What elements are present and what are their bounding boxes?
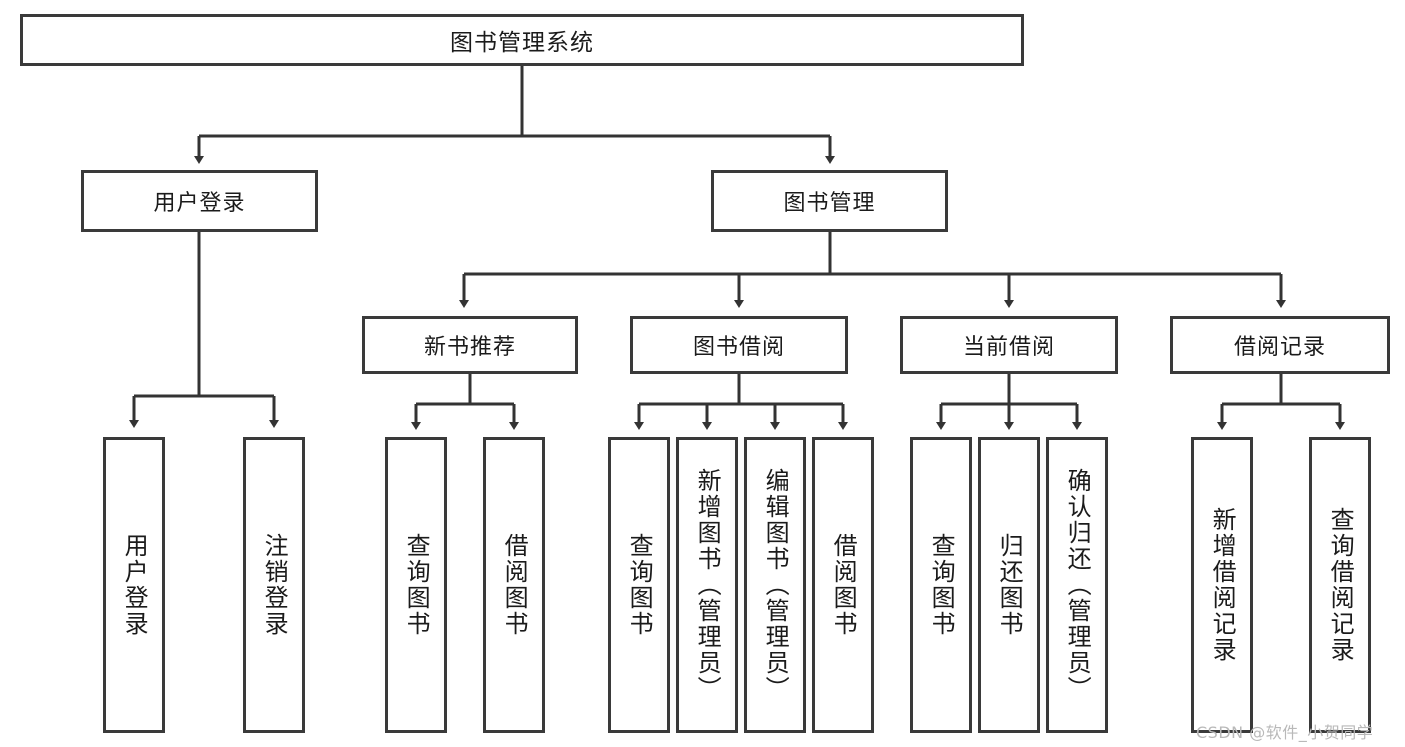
node-current-borrow[interactable]: 当前借阅 [900,316,1118,374]
node-user-login-label: 用户登录 [153,191,246,216]
node-leaf-user-login-label: 用户登录 [120,533,149,637]
node-leaf-add-record[interactable]: 新增借阅记录 [1191,437,1253,733]
node-leaf-logout-login[interactable]: 注销登录 [243,437,305,733]
node-leaf-query-book-2-label: 查询图书 [625,533,654,637]
node-borrow-record-label: 借阅记录 [1233,335,1326,360]
node-leaf-edit-book[interactable]: 编辑图书（管理员） [744,437,806,733]
node-leaf-query-book-3[interactable]: 查询图书 [910,437,972,733]
watermark: CSDN @软件_小贺同学 [1196,723,1374,742]
node-root-label: 图书管理系统 [450,30,594,56]
node-book-manage[interactable]: 图书管理 [711,170,948,232]
node-leaf-query-book-1-label: 查询图书 [402,533,431,637]
node-leaf-query-book-2[interactable]: 查询图书 [608,437,670,733]
node-leaf-edit-book-label: 编辑图书（管理员） [761,468,790,702]
node-leaf-logout-login-label: 注销登录 [260,533,289,637]
node-book-borrow[interactable]: 图书借阅 [630,316,848,374]
node-leaf-borrow-book-2[interactable]: 借阅图书 [812,437,874,733]
node-new-book-recommend-label: 新书推荐 [423,335,516,360]
node-book-manage-label: 图书管理 [783,191,876,216]
node-new-book-recommend[interactable]: 新书推荐 [362,316,578,374]
node-book-borrow-label: 图书借阅 [692,335,785,360]
node-leaf-add-record-label: 新增借阅记录 [1208,507,1237,663]
node-borrow-record[interactable]: 借阅记录 [1170,316,1390,374]
node-root[interactable]: 图书管理系统 [20,14,1024,66]
node-leaf-borrow-book-1-label: 借阅图书 [500,533,529,637]
node-leaf-return-book-label: 归还图书 [995,533,1024,637]
node-leaf-return-book[interactable]: 归还图书 [978,437,1040,733]
node-user-login[interactable]: 用户登录 [81,170,318,232]
node-leaf-add-book[interactable]: 新增图书（管理员） [676,437,738,733]
node-leaf-query-book-3-label: 查询图书 [927,533,956,637]
node-current-borrow-label: 当前借阅 [962,335,1055,360]
node-leaf-add-book-label: 新增图书（管理员） [693,468,722,702]
node-leaf-query-book-1[interactable]: 查询图书 [385,437,447,733]
node-leaf-user-login[interactable]: 用户登录 [103,437,165,733]
node-leaf-query-record[interactable]: 查询借阅记录 [1309,437,1371,733]
node-leaf-borrow-book-1[interactable]: 借阅图书 [483,437,545,733]
node-leaf-confirm-return-label: 确认归还（管理员） [1063,468,1092,702]
node-leaf-confirm-return[interactable]: 确认归还（管理员） [1046,437,1108,733]
node-leaf-query-record-label: 查询借阅记录 [1326,507,1355,663]
node-leaf-borrow-book-2-label: 借阅图书 [829,533,858,637]
